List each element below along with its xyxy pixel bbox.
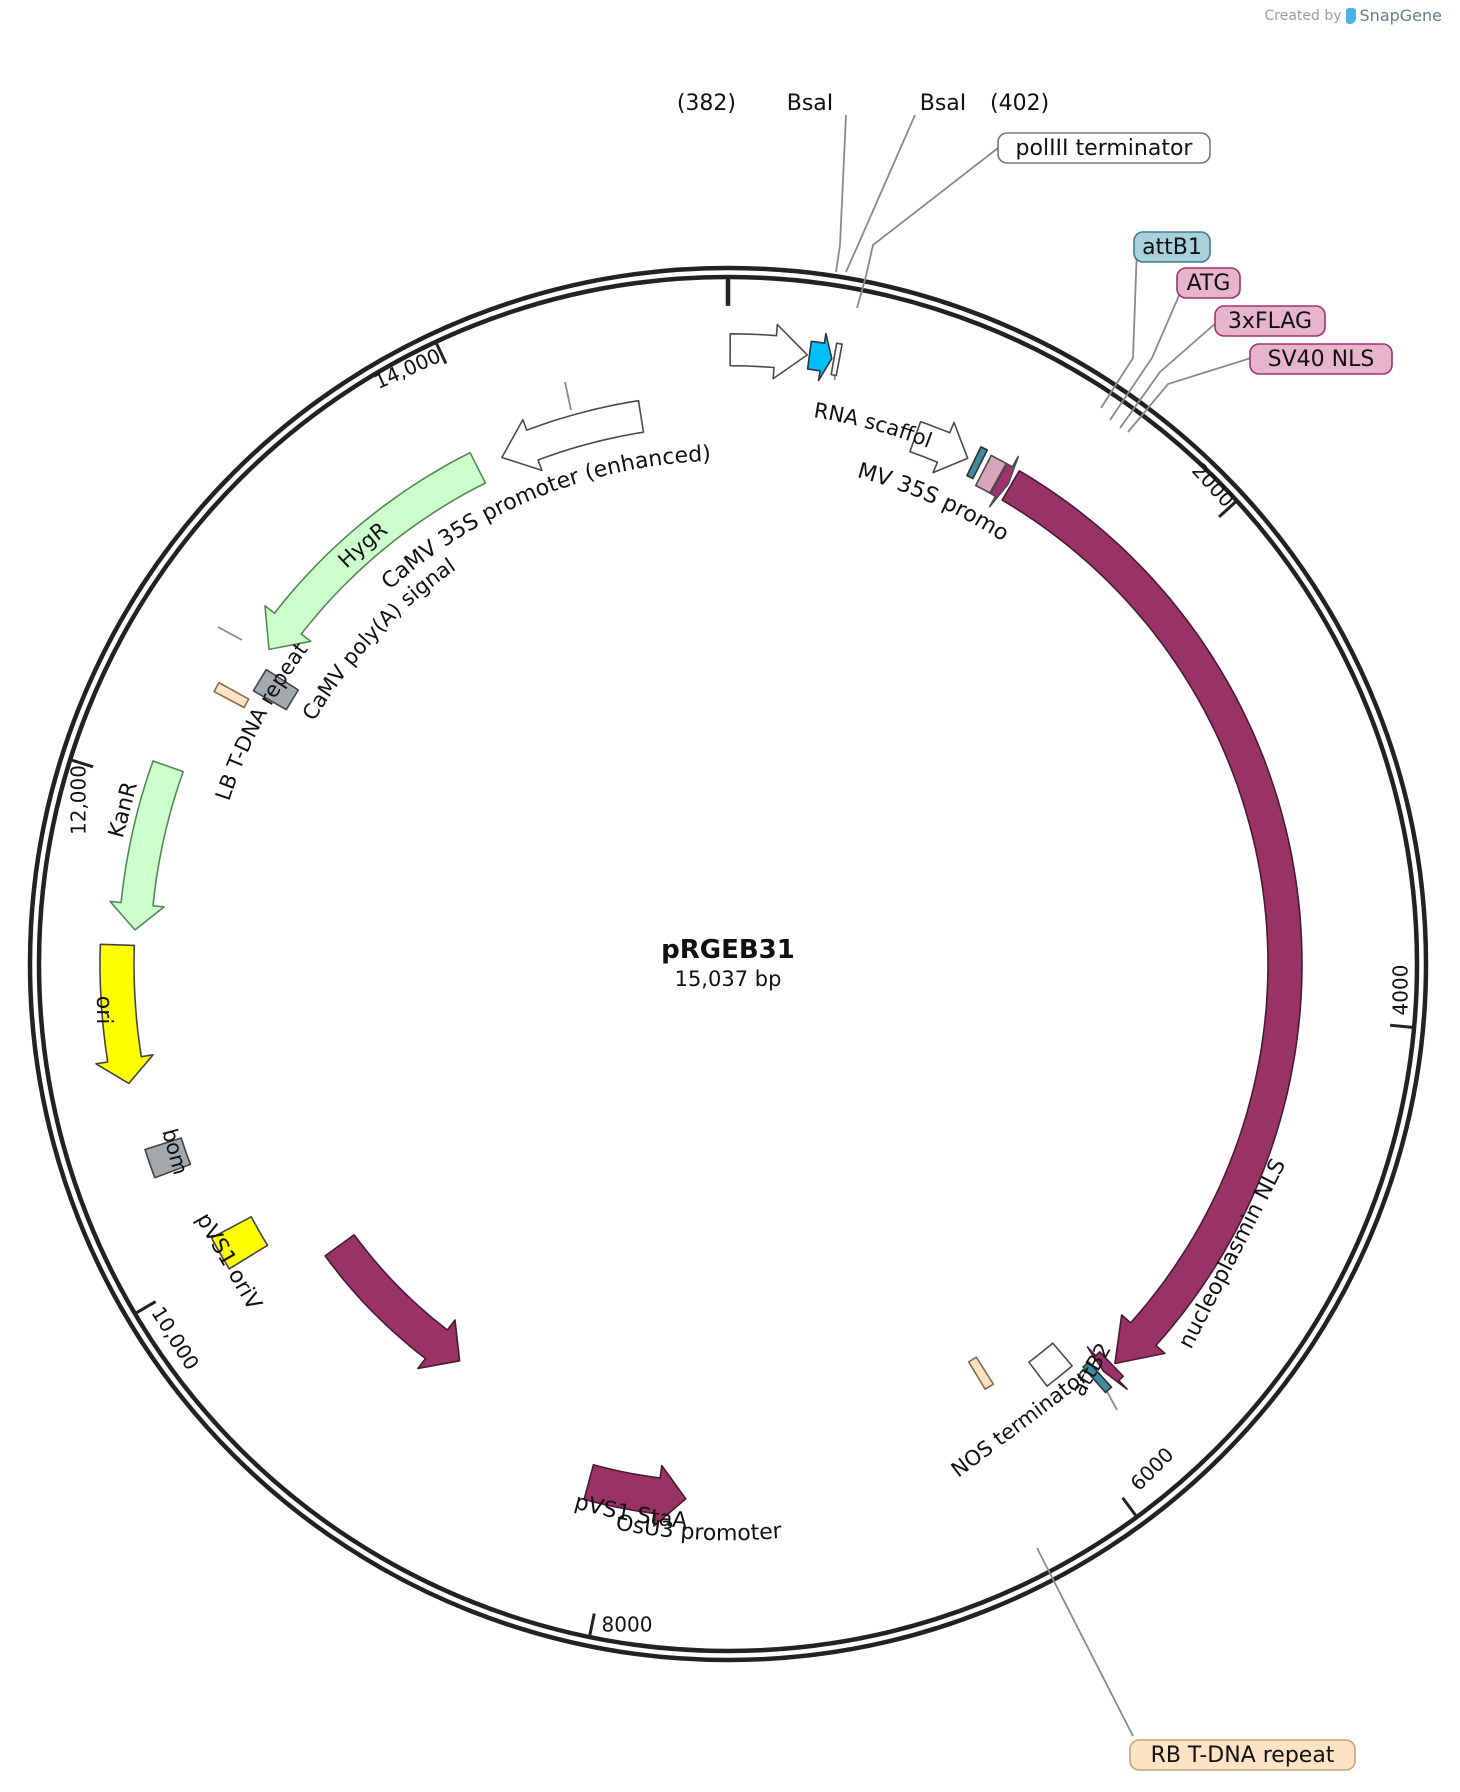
tick-6 xyxy=(434,341,448,365)
leader-bsai-382 xyxy=(835,114,847,273)
label-nos-terminator: NOS terminator xyxy=(947,1364,1093,1482)
tick-label-1: 4000 xyxy=(1389,965,1413,1016)
feature-pvs1-repa[interactable] xyxy=(324,1234,461,1370)
leader-poliii xyxy=(856,147,999,309)
label-camv35s: CaMV 35S promoter xyxy=(0,0,1013,547)
feature-attb1[interactable] xyxy=(966,446,989,480)
leader-3xflag xyxy=(1119,321,1218,429)
feature-pvs1-oriv[interactable] xyxy=(210,1216,269,1270)
tick-label-3: 8000 xyxy=(602,1613,653,1637)
label-poliii-terminator: polIII terminator xyxy=(1016,136,1194,161)
feature-bom[interactable] xyxy=(144,1137,192,1179)
label-attb1-box[interactable] xyxy=(1133,231,1211,263)
label-site-position-402[interactable]: (402) xyxy=(990,91,1049,116)
leader-lb-tdna xyxy=(217,626,243,641)
label-attb1: attB1 xyxy=(1142,235,1202,260)
label-atg-box[interactable] xyxy=(1176,267,1241,299)
feature-osu3-promoter[interactable] xyxy=(729,323,809,380)
feature-cas9[interactable] xyxy=(1001,470,1303,1365)
tick-label-5: 12,000 xyxy=(67,765,91,835)
feature-rb-tdna-repeat[interactable] xyxy=(967,1356,995,1390)
label-sv40-nls: SV40 NLS xyxy=(1268,347,1375,372)
label-pvs1-repa: pVS1 RepA xyxy=(259,1385,375,1470)
snapgene-logo-icon xyxy=(1345,7,1356,24)
tick-label-2: 6000 xyxy=(1125,1442,1178,1495)
label-lb-tdna: LB T-DNA repeat xyxy=(211,638,313,803)
tick-label-6: 14,000 xyxy=(371,343,445,393)
leader-atg xyxy=(1109,283,1185,421)
feature-kanr[interactable] xyxy=(109,760,184,931)
tick-2 xyxy=(1121,1496,1139,1518)
feature-layer xyxy=(95,323,1303,1527)
feature-camv-35s-promoter[interactable] xyxy=(909,420,969,474)
feature-camv-polya-signal[interactable] xyxy=(252,668,300,711)
tick-0 xyxy=(1218,499,1238,518)
feature-attb2[interactable] xyxy=(1082,1361,1113,1394)
tick-3 xyxy=(587,1613,596,1638)
tick-layer xyxy=(69,275,1415,1638)
feature-nucleoplasmin-nls[interactable] xyxy=(1086,1346,1128,1390)
leader-bsai-402 xyxy=(845,114,916,273)
label-leaders xyxy=(217,114,1252,1737)
snapgene-credit: Created by SnapGene xyxy=(1264,6,1442,25)
leader-attb1 xyxy=(1100,246,1138,409)
feature-pvs1-staa[interactable] xyxy=(583,1464,687,1527)
label-grna-scaffold: gRNA scaffold xyxy=(0,0,935,453)
backbone-outer-strand xyxy=(27,265,1429,1663)
feature-ori[interactable] xyxy=(95,943,154,1085)
label-site-bsai-382[interactable]: BsaI xyxy=(787,91,834,116)
label-cas9: Cas9 xyxy=(1345,918,1370,972)
credit-brand: SnapGene xyxy=(1359,6,1442,25)
label-poliii-terminator-box[interactable] xyxy=(997,132,1211,164)
tick-5 xyxy=(69,758,94,769)
label-atg: ATG xyxy=(1187,271,1231,296)
plasmid-size: 15,037 bp xyxy=(675,967,782,991)
feature-3xflag[interactable] xyxy=(974,454,1008,494)
label-ori: ori xyxy=(91,996,116,1025)
feature-camv-35s-enhanced[interactable] xyxy=(501,399,645,472)
label-sv40-nls-box[interactable] xyxy=(1249,343,1393,375)
feature-nos-terminator[interactable] xyxy=(1028,1342,1073,1387)
label-rb-tdna-repeat-box[interactable] xyxy=(1129,1739,1356,1771)
feature-lb-tdna-repeat[interactable] xyxy=(213,681,250,709)
feature-grna-scaffold[interactable] xyxy=(806,332,833,382)
tick-1 xyxy=(1390,1023,1415,1029)
label-rb-tdna-repeat: RB T-DNA repeat xyxy=(1151,1743,1335,1768)
leader-camv35s-enh xyxy=(564,381,572,411)
label-3xflag: 3xFLAG xyxy=(1228,309,1312,334)
feature-hygr[interactable] xyxy=(264,451,487,651)
leader-rb-tdna xyxy=(1036,1547,1134,1737)
label-site-position-382[interactable]: (382) xyxy=(677,91,736,116)
feature-sv40-nls[interactable] xyxy=(988,455,1020,508)
feature-poliii-terminator[interactable] xyxy=(830,342,843,377)
leader-sv40-nls xyxy=(1127,357,1252,433)
label-site-bsai-402[interactable]: BsaI xyxy=(920,91,967,116)
plasmid-name: pRGEB31 xyxy=(661,935,795,965)
tick-4 xyxy=(134,1300,157,1316)
label-3xflag-box[interactable] xyxy=(1214,305,1326,337)
credit-prefix: Created by xyxy=(1264,7,1342,24)
